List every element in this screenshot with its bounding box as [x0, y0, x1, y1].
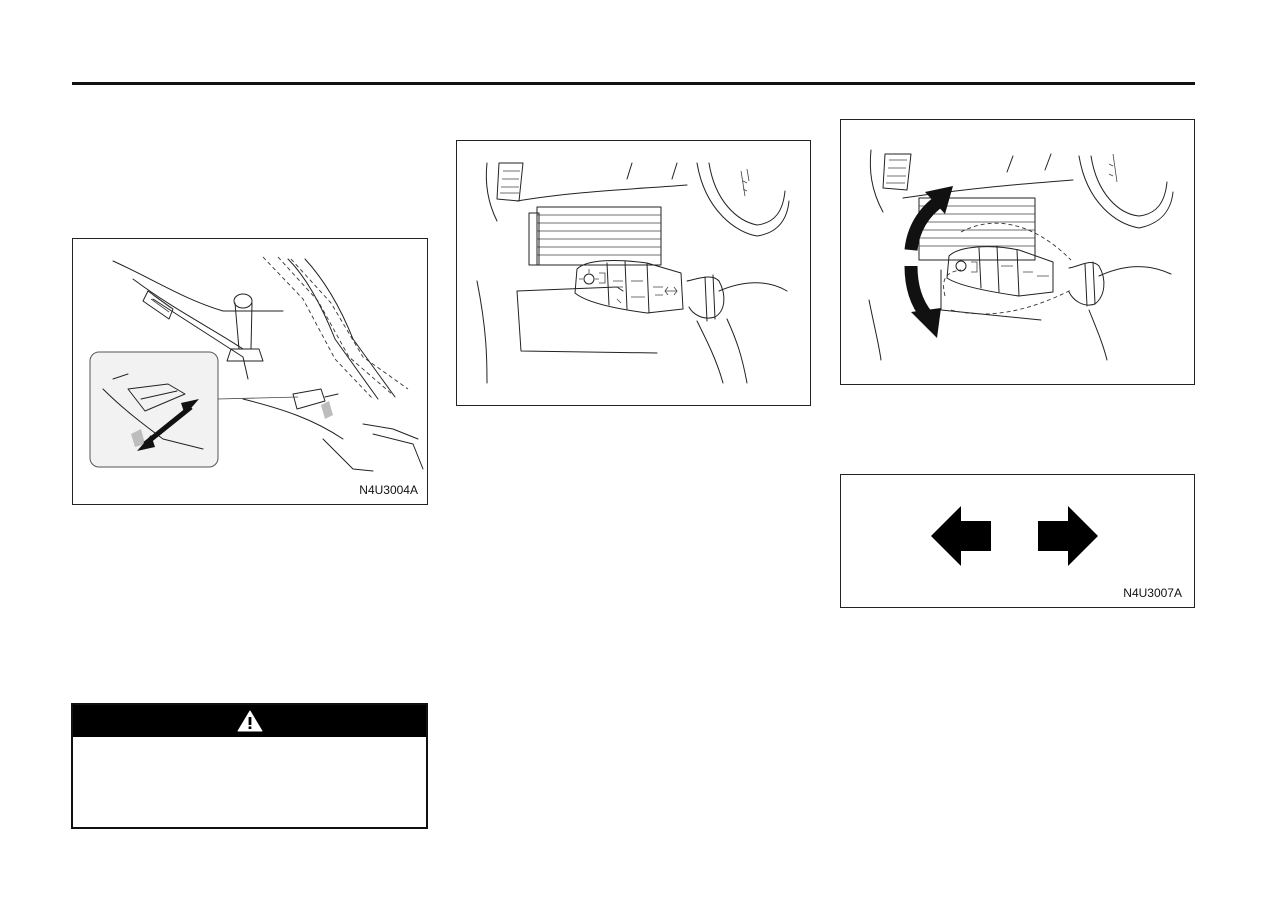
figure-caption: N4U3007A [1123, 586, 1182, 600]
right-arrow-icon [1038, 506, 1098, 566]
figure-combination-switch [456, 140, 811, 406]
figure-caption: N4U3004A [359, 483, 418, 497]
combination-switch-illustration [476, 162, 790, 384]
warning-header [73, 705, 426, 737]
warning-box [71, 703, 428, 829]
figure-steering-lever: N4U3004A [72, 238, 428, 505]
turn-indicator-illustration [931, 506, 1098, 566]
warning-triangle-icon [237, 710, 262, 732]
left-arrow-icon [931, 506, 991, 566]
header-rule [72, 82, 1195, 85]
switch-up-down-illustration [868, 149, 1174, 361]
figure-turn-indicator-arrows: N4U3007A [840, 474, 1195, 608]
steering-lever-illustration [89, 256, 424, 472]
figure-switch-up-down [840, 119, 1195, 385]
